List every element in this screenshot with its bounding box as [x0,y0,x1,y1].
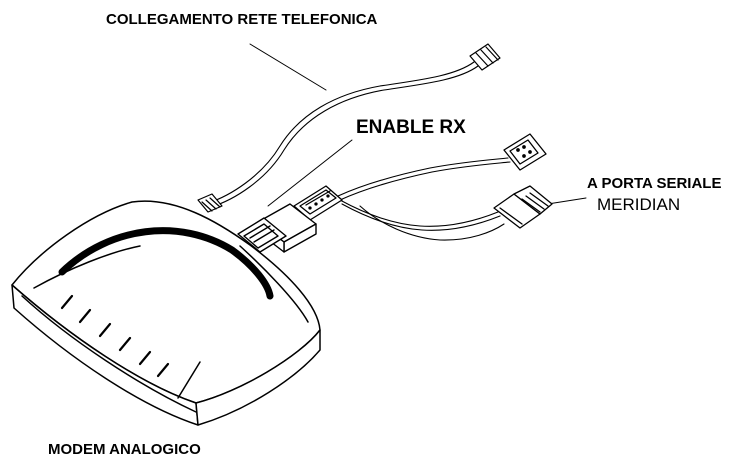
serial-port-label: A PORTA SERIALE [587,175,722,192]
serial-cables [337,157,511,241]
modem-label: MODEM ANALOGICO [48,441,201,458]
enable-rx-label: ENABLE RX [356,117,466,138]
modem-body [11,200,321,426]
rj-connector-top [469,43,501,71]
db9-connector [503,133,547,171]
enable-rx-adapter [237,203,317,253]
meridian-label: MERIDIAN [597,195,681,214]
phone-cable [207,61,479,208]
db25-connector-middle [293,185,343,221]
db25-connector-right [493,185,553,229]
rj-connector-bottom [197,193,223,213]
modem-led-slots [60,294,170,378]
phone-line-label: COLLEGAMENTO RETE TELEFONICA [106,11,378,28]
